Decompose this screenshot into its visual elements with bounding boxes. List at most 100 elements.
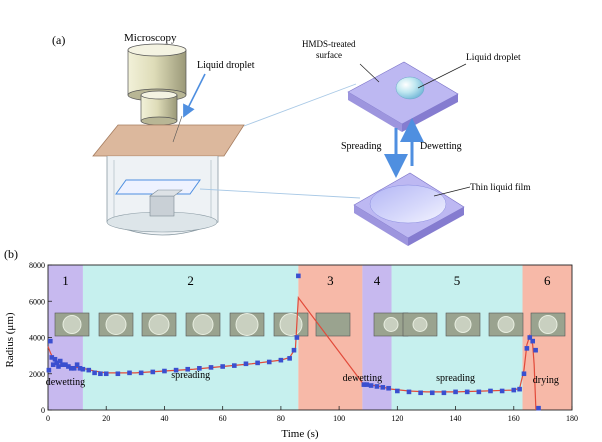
- data-point: [54, 360, 60, 366]
- data-point: [380, 385, 386, 390]
- data-point: [364, 382, 370, 387]
- data-point: [429, 390, 435, 396]
- phase-number-6: 6: [544, 273, 551, 288]
- y-tick-label: 0: [41, 406, 45, 415]
- data-point: [499, 388, 505, 394]
- data-point: [291, 347, 297, 353]
- x-tick-label: 120: [391, 414, 403, 423]
- data-point: [150, 369, 156, 375]
- data-point: [92, 370, 97, 376]
- hmds-label-line2: surface: [316, 50, 342, 60]
- data-point: [530, 338, 535, 344]
- x-tick-label: 180: [566, 414, 578, 423]
- phase-number-1: 1: [62, 273, 69, 288]
- data-point: [517, 386, 522, 392]
- data-point: [46, 367, 52, 373]
- panel-a-label: (a): [52, 33, 65, 47]
- droplet-thumbnail-drop: [383, 317, 399, 332]
- data-point: [74, 362, 80, 367]
- data-point: [361, 382, 367, 387]
- liquid-droplet-icon: [395, 76, 425, 100]
- data-point: [374, 384, 380, 389]
- data-point: [185, 366, 191, 372]
- spreading-label: Spreading: [341, 141, 382, 152]
- droplet-pointer-arrow: [183, 73, 206, 118]
- data-points: [46, 273, 541, 411]
- x-tick-label: 40: [160, 414, 168, 423]
- data-point: [524, 346, 530, 351]
- data-point: [220, 364, 225, 369]
- x-tick-label: 60: [219, 414, 227, 423]
- data-point: [197, 366, 202, 371]
- data-point: [453, 389, 458, 395]
- phase-label-5: spreading: [436, 373, 475, 384]
- guide-line-lower: [199, 188, 361, 199]
- droplet-thumbnail-drop: [412, 317, 428, 332]
- data-point: [511, 387, 517, 393]
- data-point: [48, 338, 53, 344]
- liquid-droplet-right-label: Liquid droplet: [466, 53, 521, 63]
- data-point: [418, 390, 423, 396]
- droplet-thumbnail-drop: [279, 313, 303, 336]
- droplet-thumbnail-drop: [148, 314, 170, 335]
- phase-label-6: drying: [533, 375, 559, 386]
- x-axis-label: Time (s): [281, 428, 319, 440]
- droplet-thumbnail-drop: [62, 315, 82, 334]
- data-point: [63, 362, 68, 367]
- data-point: [50, 362, 56, 367]
- data-point: [464, 389, 470, 395]
- data-point: [536, 405, 541, 411]
- droplet-thumbnail-drop: [497, 316, 515, 333]
- data-point: [488, 388, 493, 394]
- phase-number-5: 5: [454, 273, 461, 288]
- data-point: [71, 366, 77, 371]
- data-point: [255, 360, 260, 366]
- y-tick-label: 6000: [29, 297, 45, 306]
- data-point: [115, 371, 121, 377]
- beaker: [106, 156, 219, 236]
- x-tick-label: 0: [46, 414, 50, 423]
- data-point: [98, 371, 103, 377]
- phase-band-5: [391, 265, 523, 410]
- hmds-substrate-top: [347, 61, 459, 132]
- phase-band-1: [48, 265, 83, 410]
- data-point: [49, 355, 55, 360]
- data-point: [56, 364, 61, 369]
- panel-a: (a) Microscopy Liquid droplet: [52, 32, 531, 246]
- y-axis-label: Radius (μm): [4, 312, 16, 367]
- droplet-thumbnail-drop: [192, 314, 214, 335]
- droplet-thumbnail-drop: [105, 314, 127, 335]
- microscopy-label: Microscopy: [124, 32, 177, 44]
- data-point: [368, 383, 374, 388]
- data-point: [80, 366, 86, 372]
- data-point: [162, 368, 167, 374]
- x-tick-label: 140: [450, 414, 462, 423]
- data-point: [527, 335, 533, 340]
- thin-film-icon: [369, 184, 447, 224]
- data-point: [296, 273, 301, 279]
- phase-label-4: dewetting: [343, 373, 382, 384]
- data-point: [476, 389, 482, 395]
- phase-number-3: 3: [327, 273, 334, 288]
- phase-band-3: [298, 265, 363, 410]
- data-point: [521, 371, 527, 377]
- x-tick-label: 20: [102, 414, 110, 423]
- y-tick-label: 2000: [29, 370, 45, 379]
- hmds-substrate-bottom: [353, 172, 465, 246]
- hmds-label-line1: HMDS-treated: [302, 39, 356, 49]
- thin-film-label: Thin liquid film: [470, 182, 531, 193]
- data-point: [294, 335, 300, 340]
- data-point: [395, 388, 400, 394]
- droplet-thumbnail-drop: [454, 316, 472, 333]
- data-point: [232, 363, 237, 368]
- liquid-droplet-left-label: Liquid droplet: [197, 60, 255, 71]
- data-point: [77, 366, 83, 371]
- droplet-thumbnail-drop: [235, 313, 259, 336]
- data-point: [287, 356, 292, 361]
- x-tick-label: 80: [277, 414, 285, 423]
- droplet-thumbnails: [54, 312, 566, 337]
